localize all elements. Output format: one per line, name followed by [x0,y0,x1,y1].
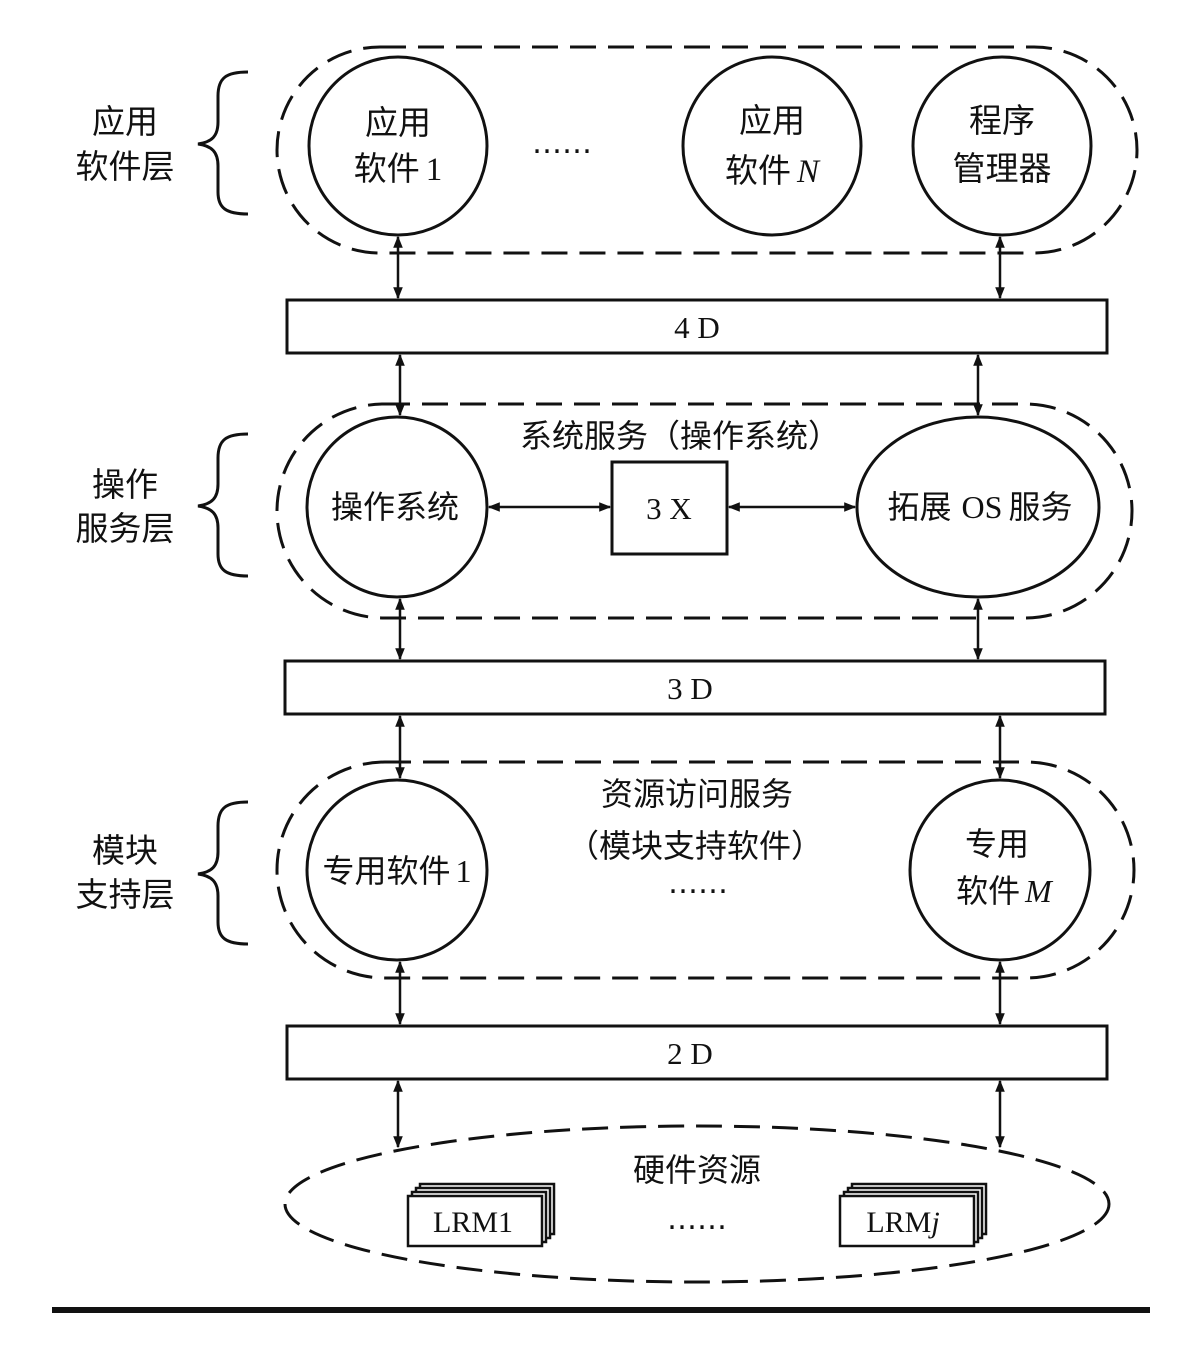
hardware-resources: 硬件资源 LRM1 …… LRMj [283,1124,1111,1284]
dedicated-software-m-text: 软件 [956,872,1020,910]
module-support-layer-label-line1: 模块 [92,831,158,870]
box-3x-label: 3 X [646,491,692,526]
module-support-group-title-line1: 资源访问服务 [601,775,793,813]
os-service-group-title: 系统服务（操作系统） [520,417,840,455]
dedicated-software-1-text: 专用软件 [322,852,450,890]
app-software-1-line1: 应用 [365,103,431,142]
application-layer-label-line2: 软件层 [76,147,175,186]
lrm1-stack: LRM1 [406,1182,556,1248]
hardware-ellipsis: …… [667,1202,727,1237]
interface-4d: 4 D [285,298,1109,355]
os-service-group [275,402,1134,620]
lrmj-stack: LRMj [838,1182,988,1248]
hardware-resources-group [283,1124,1111,1284]
interface-4d-label: 4 D [674,310,720,345]
module-support-layer-label-line2: 支持层 [76,875,175,914]
app-software-1-index: 1 [426,152,443,188]
module-support-layer-brace [197,800,249,946]
module-support-group [275,760,1136,980]
dedicated-software-1-index: 1 [456,853,472,889]
app-software-n-line1: 应用 [739,101,805,140]
application-layer-brace [197,70,249,216]
lrmj-label: LRMj [866,1206,939,1239]
hardware-resources-title: 硬件资源 [633,1151,761,1189]
module-support-ellipsis: …… [668,866,728,901]
program-manager-line1: 程序 [969,101,1035,140]
app-software-n-text: 软件 [725,151,791,190]
dedicated-software-m-index: M [1024,873,1054,909]
app-software-n-index: N [796,154,821,190]
extended-os-os: OS [962,489,1003,525]
operating-system-label: 操作系统 [331,488,459,526]
app-ellipsis: …… [532,126,592,161]
application-layer-label-line1: 应用 [92,102,158,141]
extended-os-prefix: 拓展 [888,488,952,526]
interface-2d-label: 2 D [667,1036,713,1071]
app-software-1-text: 软件 [354,149,420,188]
os-service-layer-label-line2: 服务层 [76,509,175,548]
module-support-group-title-line2: （模块支持软件） [567,827,823,865]
extended-os-suffix: 服务 [1008,488,1072,526]
lrmj-index: j [927,1206,939,1239]
program-manager-line2: 管理器 [953,149,1052,188]
program-manager-node: 程序 管理器 [911,55,1093,237]
interface-2d: 2 D [285,1024,1109,1081]
interface-3d-label: 3 D [667,671,713,706]
lrmj-prefix: LRM [866,1206,931,1239]
operating-system-node: 操作系统 [305,415,489,599]
application-layer-group [275,45,1139,255]
dedicated-software-m-line1: 专用 [965,825,1029,863]
interface-3d: 3 D [283,659,1107,716]
vertical-connectors [393,235,1005,1149]
os-service-layer-label-line1: 操作 [92,465,158,504]
os-service-layer-brace [197,432,249,578]
box-3x: 3 X [610,460,729,556]
lrm1-label: LRM1 [433,1206,513,1239]
